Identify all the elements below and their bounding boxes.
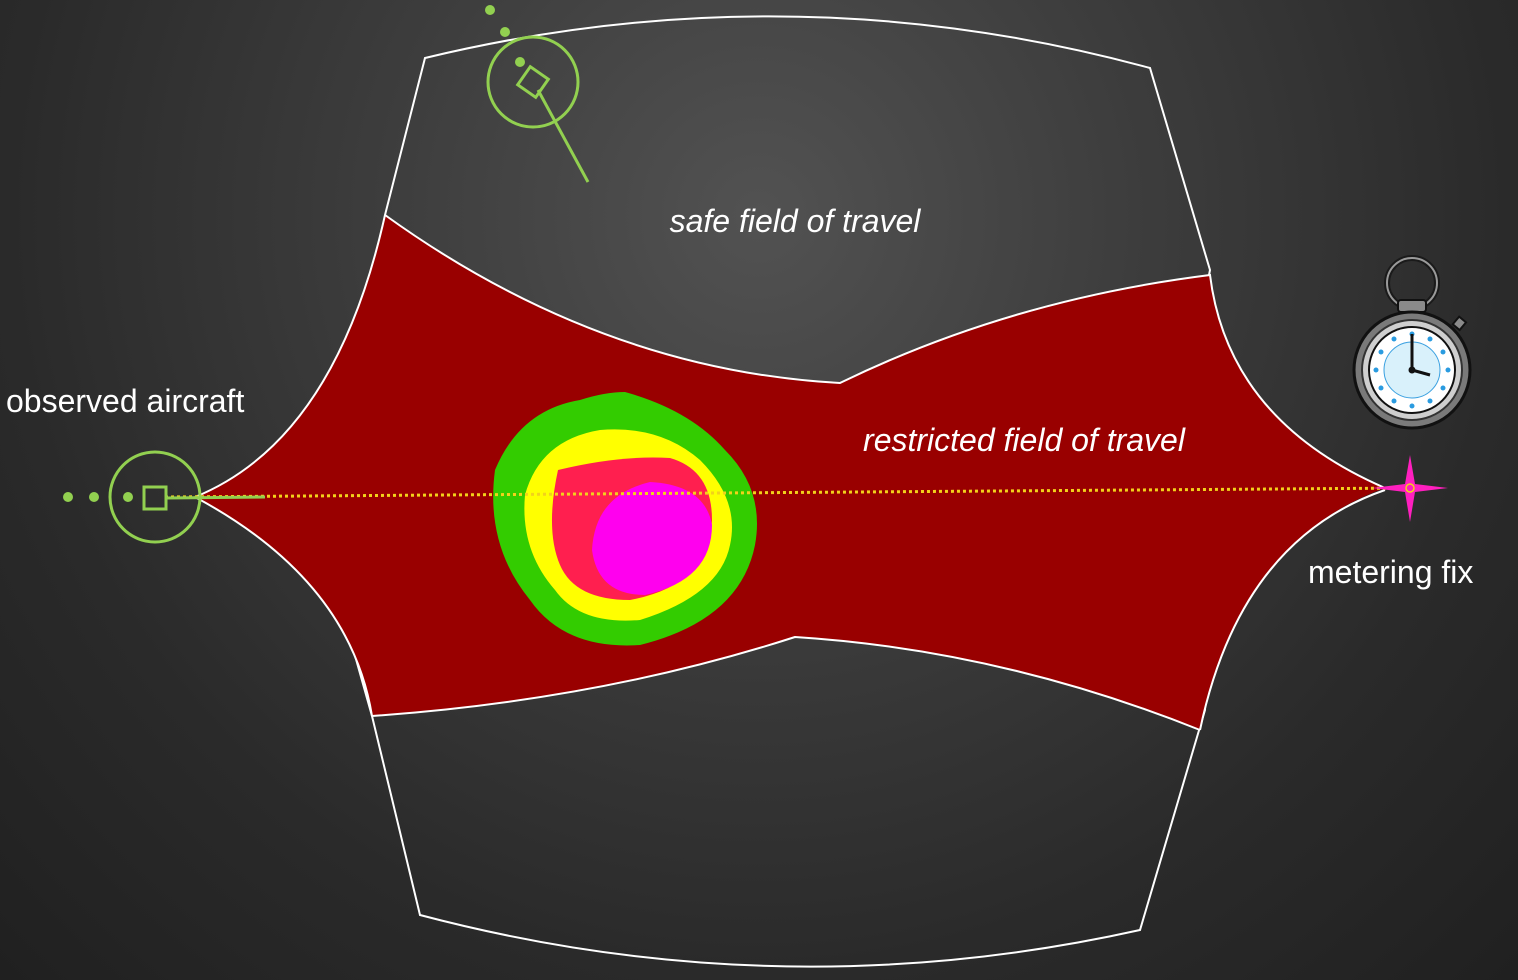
stopwatch-button [1451, 315, 1468, 332]
aircraft-leader-line [165, 495, 266, 500]
aircraft-target [142, 485, 168, 511]
trail-dot [63, 492, 73, 502]
restricted-field-edge [1199, 489, 1386, 731]
trail-dot [123, 492, 133, 502]
stopwatch-hub [1408, 366, 1416, 374]
restricted-field-edge [194, 214, 386, 498]
restricted-field-edge [194, 496, 373, 717]
route-line [164, 486, 1413, 499]
trail-dot [515, 57, 525, 67]
weather-level-magenta [592, 482, 712, 595]
trail-dot [485, 5, 495, 15]
stopwatch-crown [1397, 299, 1427, 313]
aircraft-leader-line [536, 89, 590, 183]
other-aircraft-icon[interactable] [485, 5, 590, 183]
restricted-field-label: restricted field of travel [863, 422, 1186, 458]
trail-dot [89, 492, 99, 502]
fix-star [1372, 455, 1448, 522]
observed-aircraft-label: observed aircraft [6, 383, 244, 419]
metering-fix-label: metering fix [1308, 554, 1473, 590]
restricted-field-area [195, 215, 1385, 730]
trail-dot [500, 27, 510, 37]
metering-fix-icon[interactable] [1372, 455, 1448, 522]
aircraft-range-ring [486, 35, 580, 129]
restricted-field-edge [371, 635, 1201, 731]
aircraft-target [515, 64, 551, 100]
safe-field-label: safe field of travel [670, 203, 922, 239]
stopwatch-icon [1352, 255, 1472, 430]
restricted-field-edge [384, 214, 1386, 489]
fix-center [1405, 483, 1415, 493]
observed-aircraft-icon[interactable] [63, 450, 266, 544]
